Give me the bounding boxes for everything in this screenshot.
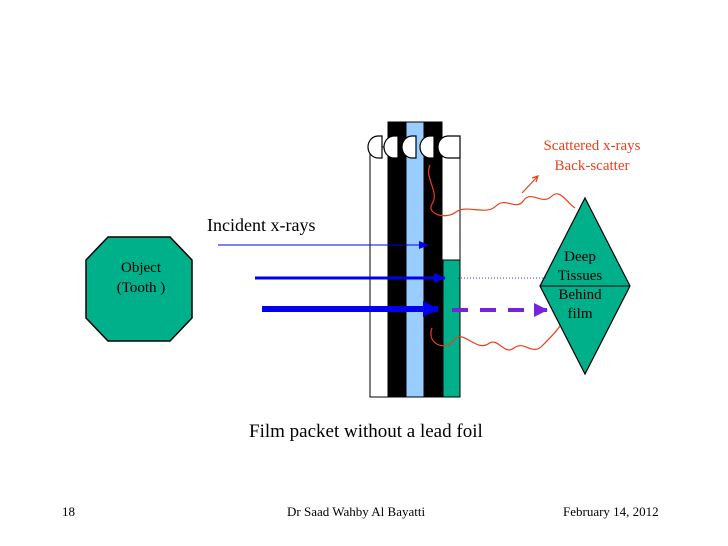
- footer-author: Dr Saad Wahby Al Bayatti: [287, 504, 426, 519]
- film-layer-blue: [405, 121, 425, 398]
- film-layer-cap-3: [401, 135, 417, 159]
- backscatter-arrow-line: [521, 175, 539, 194]
- deep-tissues-label: Deep Tissues Behind film: [545, 248, 615, 324]
- backscatter-squiggle-upper: [428, 164, 576, 217]
- film-layer-cap-5: [437, 135, 461, 159]
- deep-label-line-1: Deep: [564, 249, 596, 265]
- footer-date: February 14, 2012: [563, 504, 659, 519]
- film-packet: [367, 121, 461, 398]
- film-layer-cap-2: [383, 135, 399, 159]
- object-tooth-octagon: [85, 236, 193, 342]
- film-layer-black-2: [423, 121, 443, 398]
- object-label: Object (Tooth ): [106, 258, 176, 298]
- diagram-caption: Film packet without a lead foil: [249, 421, 483, 442]
- film-layer-black-1: [387, 121, 407, 398]
- tissue-strip: [442, 259, 461, 398]
- object-label-line-1: Object: [121, 260, 161, 276]
- backscatter-lines: [428, 164, 576, 351]
- backscatter-squiggle-lower: [430, 325, 561, 351]
- deep-label-line-4: film: [567, 306, 593, 322]
- film-layer-white-1: [369, 146, 389, 398]
- object-label-line-2: (Tooth ): [116, 280, 166, 296]
- backscatter-arrowhead: [531, 175, 539, 183]
- deep-label-line-3: Behind: [558, 287, 602, 303]
- slide-number: 18: [62, 504, 75, 519]
- scattered-label-line-2: Back-scatter: [554, 158, 630, 174]
- film-layer-cap-1: [367, 135, 383, 159]
- deep-label-line-2: Tissues: [557, 268, 603, 284]
- incident-xrays-label: Incident x-rays: [207, 215, 316, 235]
- scattered-xrays-label: Scattered x-rays Back-scatter: [522, 136, 662, 176]
- film-layer-cap-4: [419, 135, 435, 159]
- scattered-label-line-1: Scattered x-rays: [543, 138, 641, 154]
